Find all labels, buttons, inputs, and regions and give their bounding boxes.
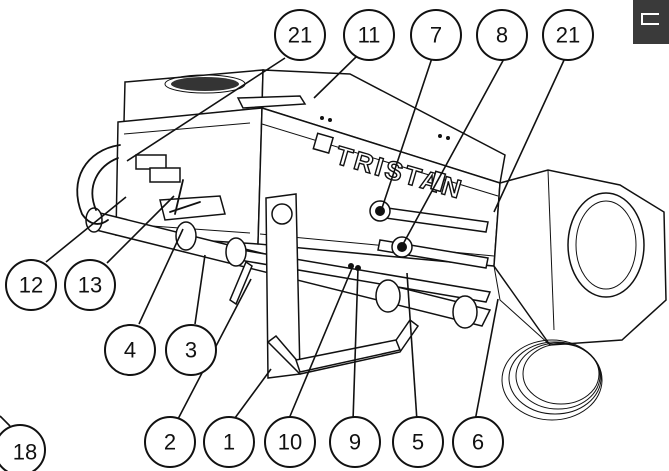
svg-text:8: 8	[496, 23, 508, 48]
svg-text:13: 13	[78, 273, 102, 298]
callout-1: 1	[203, 416, 255, 468]
callout-9: 9	[329, 416, 381, 468]
svg-text:6: 6	[472, 430, 484, 455]
svg-text:2: 2	[164, 430, 176, 455]
callout-12: 12	[5, 259, 57, 311]
svg-text:12: 12	[19, 273, 43, 298]
callout-2: 2	[144, 416, 196, 468]
fan-grille	[164, 74, 246, 94]
svg-text:3: 3	[185, 338, 197, 363]
callout-5: 5	[392, 416, 444, 468]
yoke-bracket	[265, 193, 420, 379]
callout-21-top-left: 21	[274, 9, 326, 61]
svg-text:7: 7	[430, 23, 442, 48]
panel-toggle-icon	[641, 13, 659, 25]
svg-text:10: 10	[278, 430, 302, 455]
callout-18: 18	[0, 424, 46, 471]
svg-text:9: 9	[349, 430, 361, 455]
followspot-illustration: TRISTAN	[76, 69, 667, 421]
svg-text:1: 1	[223, 430, 235, 455]
callout-13: 13	[64, 259, 116, 311]
front-lens-aperture	[567, 192, 645, 298]
rear-handle	[76, 144, 121, 225]
callout-8: 8	[476, 9, 528, 61]
cable-loops	[501, 339, 603, 421]
corner-tab[interactable]	[633, 0, 669, 44]
svg-text:21: 21	[288, 23, 312, 48]
callout-21-top-right: 21	[542, 9, 594, 61]
svg-text:18: 18	[13, 440, 37, 465]
svg-text:4: 4	[124, 338, 136, 363]
callout-10: 10	[264, 416, 316, 468]
svg-text:11: 11	[358, 23, 381, 48]
svg-text:21: 21	[556, 23, 580, 48]
callout-11: 11	[343, 9, 395, 61]
callout-6: 6	[452, 416, 504, 468]
callout-4: 4	[104, 324, 156, 376]
callout-3: 3	[165, 324, 217, 376]
svg-text:5: 5	[412, 430, 424, 455]
tilt-lever	[229, 260, 253, 306]
dimmer-dial	[159, 179, 226, 221]
callout-7: 7	[410, 9, 462, 61]
leader-lines	[0, 56, 566, 427]
